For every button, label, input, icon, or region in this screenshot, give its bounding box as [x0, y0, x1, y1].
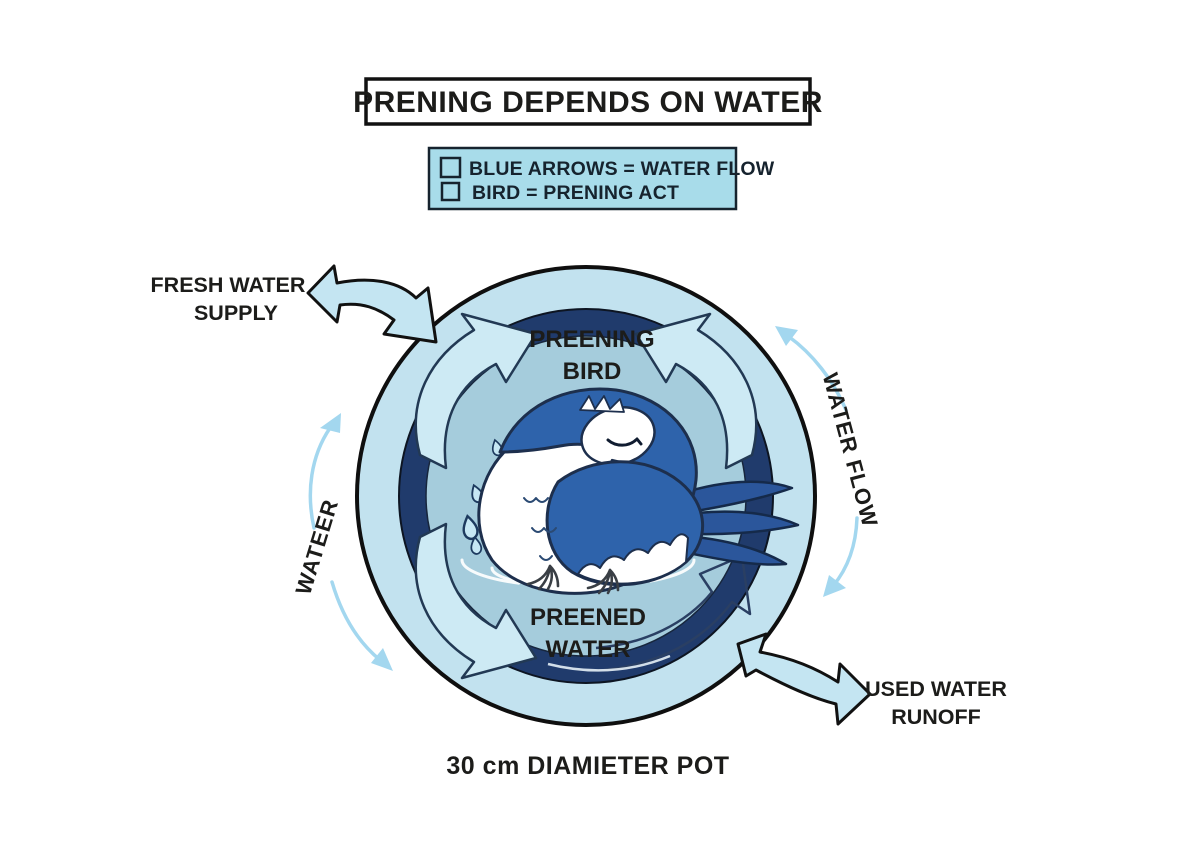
pot-diameter-caption: 30 cm DIAMIETER POT — [446, 752, 729, 780]
preening-bird-illustration — [477, 387, 800, 595]
legend-item-label: BLUE ARROWS = WATER FLOW — [469, 158, 775, 180]
fresh-water-supply-arrow-icon — [306, 264, 438, 344]
used-water-runoff-arrow-icon — [736, 632, 872, 726]
big-flow-arrows — [306, 264, 872, 726]
thin-flow-arcs — [308, 334, 859, 662]
page-title: PRENING DEPENDS ON WATER — [353, 86, 823, 119]
legend-swatch-square-icon — [440, 181, 461, 202]
legend-box: BLUE ARROWS = WATER FLOW BIRD = PRENING … — [427, 146, 775, 211]
title-box: PRENING DEPENDS ON WATER — [353, 77, 823, 126]
bird-wing-scallops — [577, 533, 689, 585]
preened-water-label: WATER — [546, 636, 631, 663]
thin-flow-arc-arrow-icon — [330, 580, 382, 662]
arrowhead-icon — [320, 413, 341, 433]
preened-water-label: PREENED — [530, 604, 646, 631]
pot-labels: PREENING BIRD PREENED WATER — [529, 326, 654, 663]
arrowhead-icon — [775, 326, 798, 346]
thin-flow-arc-arrow-icon — [786, 334, 848, 412]
circulation-arc-arrow-se-icon — [595, 554, 752, 672]
arrowhead-icon — [371, 648, 393, 671]
title-border — [364, 77, 812, 126]
arrowhead-icon — [823, 575, 846, 597]
legend-background — [427, 146, 738, 211]
used-water-runoff-label: USED WATER — [865, 677, 1007, 701]
thin-flow-arc-arrow-icon — [831, 516, 859, 588]
bird-feet — [526, 564, 620, 595]
preening-bird-label: BIRD — [563, 358, 622, 385]
bird-closed-eye — [606, 437, 643, 447]
preening-bird-label: PREENING — [529, 326, 654, 353]
water-ripple-arcs — [547, 654, 671, 672]
used-water-runoff-label: RUNOFF — [891, 705, 981, 729]
legend-item-label: BIRD = PRENING ACT — [472, 182, 679, 204]
outside-labels: FRESH WATER SUPPLY USED WATER RUNOFF WAT… — [151, 273, 1008, 780]
circulation-arc-arrow-nw-icon — [414, 312, 538, 470]
fresh-water-supply-label: SUPPLY — [194, 301, 278, 325]
bird-breast-marks — [523, 497, 557, 561]
fresh-water-supply-label: FRESH WATER — [151, 273, 306, 297]
inner-circulation-arrows — [414, 312, 758, 680]
thin-flow-arc-arrow-icon — [308, 426, 332, 530]
thin-flow-arc-heads — [320, 326, 846, 671]
bird-crown-feathers — [579, 395, 625, 413]
legend-swatch-square-icon — [439, 156, 462, 179]
